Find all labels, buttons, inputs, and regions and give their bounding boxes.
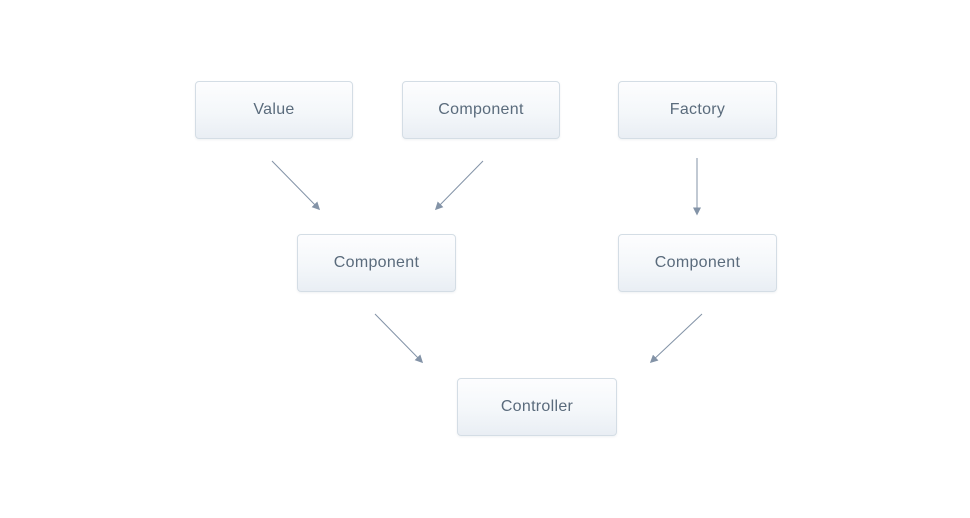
node-component-top-label: Component [438, 101, 524, 118]
arrow-component-top-to-component-left [434, 160, 484, 211]
node-value-label: Value [253, 101, 295, 118]
node-component-right: Component [618, 234, 777, 292]
node-factory: Factory [618, 81, 777, 139]
arrow-value-to-component-left [271, 160, 321, 211]
node-component-left: Component [297, 234, 456, 292]
node-factory-label: Factory [669, 101, 726, 118]
node-component-right-label: Component [654, 254, 741, 271]
node-value: Value [195, 81, 353, 139]
node-controller-label: Controller [500, 398, 574, 415]
arrow-component-right-to-controller [649, 313, 703, 364]
node-component-left-label: Component [333, 254, 420, 271]
arrow-component-left-to-controller [374, 313, 424, 364]
node-component-top: Component [402, 81, 560, 139]
node-controller: Controller [457, 378, 617, 436]
